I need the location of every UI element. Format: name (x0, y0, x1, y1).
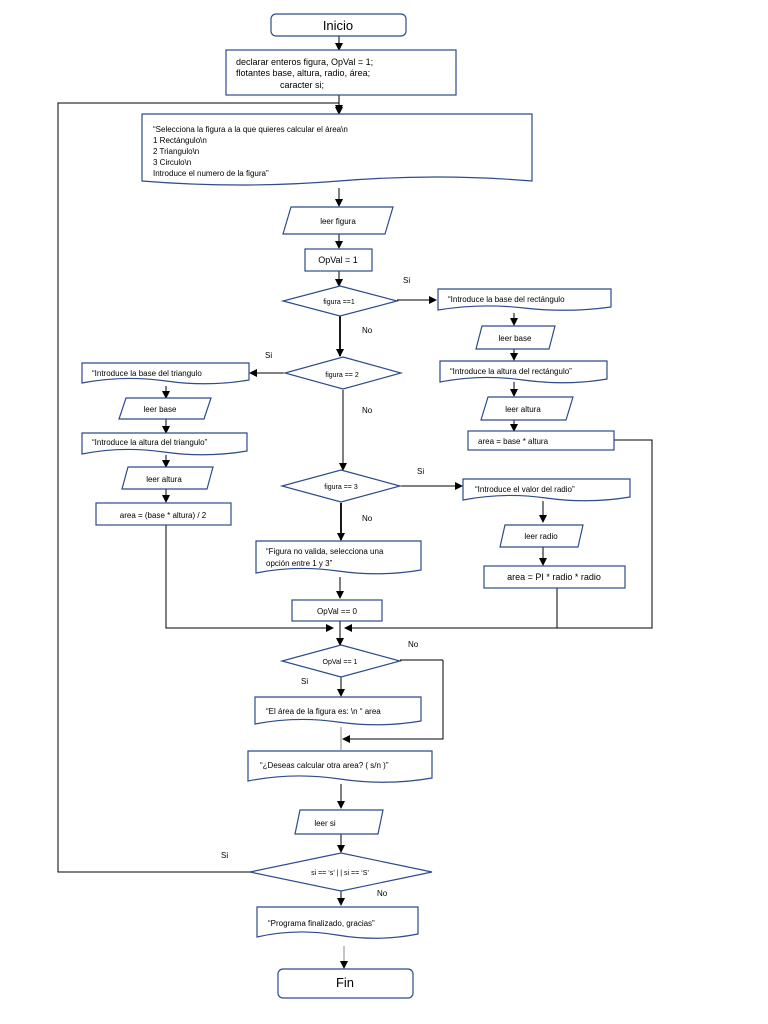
rect-altura-msg: “Introduce la altura del rectángulo” (450, 367, 572, 376)
no-label-5: No (377, 889, 388, 898)
si-label-3: Si (417, 467, 424, 476)
opval-0-box (291, 599, 383, 622)
si-label-4: Si (301, 677, 308, 686)
read-base-tri-label: leer base (144, 405, 177, 414)
area-output-text: “El área de la figura es: \n “ area (266, 707, 381, 716)
rect-base-msg-doc (437, 288, 612, 311)
read-base-rect-label: leer base (499, 334, 532, 343)
menu-line-5: Introduce el numero de la figura” (153, 169, 269, 178)
declare-box (225, 49, 457, 96)
decision-si-label: si == ‘s’ | | si == ‘S’ (311, 870, 369, 877)
fin-msg-doc (256, 906, 419, 939)
decision-si (249, 852, 433, 892)
decision-figura-1 (280, 285, 400, 317)
menu-document (141, 113, 533, 186)
read-figura-io (282, 206, 394, 235)
read-radio-io (499, 524, 584, 548)
decision-figura-2 (282, 356, 404, 390)
no-label-2: No (362, 406, 373, 415)
decision-figura-1-label: figura ==1 (323, 299, 355, 306)
end-label: Fin (336, 975, 354, 990)
area-tri-label: area = (base * altura) / 2 (120, 511, 207, 520)
tri-base-msg-doc (81, 362, 250, 385)
no-label-3: No (362, 514, 373, 523)
tri-altura-msg-doc (81, 432, 248, 456)
tri-altura-msg: “Introduce la altura del triangulo” (92, 438, 208, 447)
menu-line-2: 1 Rectángulo\n (153, 136, 207, 145)
start-label: Inicio (323, 18, 353, 33)
area-rect-label: area = base * altura (478, 437, 549, 446)
menu-line-3: 2 Triangulo\n (153, 147, 199, 156)
invalid-msg-line-2: opción entre 1 y 3” (266, 559, 333, 568)
again-msg-doc (247, 750, 433, 783)
area-output-doc (254, 696, 422, 726)
read-figura-label: leer figura (320, 217, 356, 226)
declare-line-3: caracter si; (280, 80, 324, 90)
decision-figura-2-label: figura == 2 (325, 372, 359, 379)
no-label-1: No (362, 326, 373, 335)
si-label-1: Si (403, 276, 410, 285)
si-label-2: Si (265, 351, 272, 360)
area-rect-box (467, 430, 615, 451)
decision-figura-3 (279, 469, 403, 503)
invalid-msg-line-1: “Figura no valida, selecciona una (266, 547, 384, 556)
read-altura-rect-label: leer altura (505, 405, 541, 414)
invalid-msg-doc (255, 540, 422, 575)
read-si-label: leer si (314, 819, 336, 828)
declare-line-1: declarar enteros figura, OpVal = 1; (236, 57, 373, 67)
read-si-io (294, 809, 384, 835)
radio-msg-doc (462, 478, 631, 502)
area-tri-box (95, 502, 232, 526)
read-base-tri-io (118, 397, 212, 420)
fin-msg-text: “Programa finalizado, gracias” (268, 919, 375, 928)
read-base-rect-io (475, 325, 556, 350)
read-altura-tri-io (121, 466, 214, 490)
read-altura-rect-io (480, 396, 574, 421)
start-terminator (270, 13, 407, 37)
radio-msg: “Introduce el valor del radio” (475, 485, 575, 494)
end-terminator (277, 968, 414, 999)
area-circ-label: area = PI * radio * radio (507, 572, 601, 582)
area-circ-box (483, 565, 626, 589)
decision-opval-label: OpVal == 1 (323, 659, 358, 666)
opval-0-label: OpVal == 0 (317, 607, 357, 616)
si-label-5: Si (221, 851, 228, 860)
rect-altura-msg-doc (439, 360, 608, 384)
decision-opval (279, 644, 403, 678)
opval-1-label: OpVal = 1 (318, 255, 358, 265)
no-label-4: No (408, 640, 419, 649)
read-altura-tri-label: leer altura (146, 475, 182, 484)
decision-figura-3-label: figura == 3 (324, 484, 358, 491)
menu-line-4: 3 Circulo\n (153, 158, 191, 167)
read-radio-label: leer radio (524, 532, 558, 541)
menu-line-1: “Selecciona la figura a la que quieres c… (153, 125, 348, 134)
connectors (57, 36, 653, 969)
opval-1-box (304, 248, 373, 272)
tri-base-msg: “Introduce la base del triangulo (92, 369, 202, 378)
rect-base-msg: “Introduce la base del rectángulo (448, 295, 565, 304)
again-msg-text: “¿Deseas calcular otra area? ( s/n )” (260, 761, 389, 770)
declare-line-2: flotantes base, altura, radio, área; (236, 68, 370, 78)
